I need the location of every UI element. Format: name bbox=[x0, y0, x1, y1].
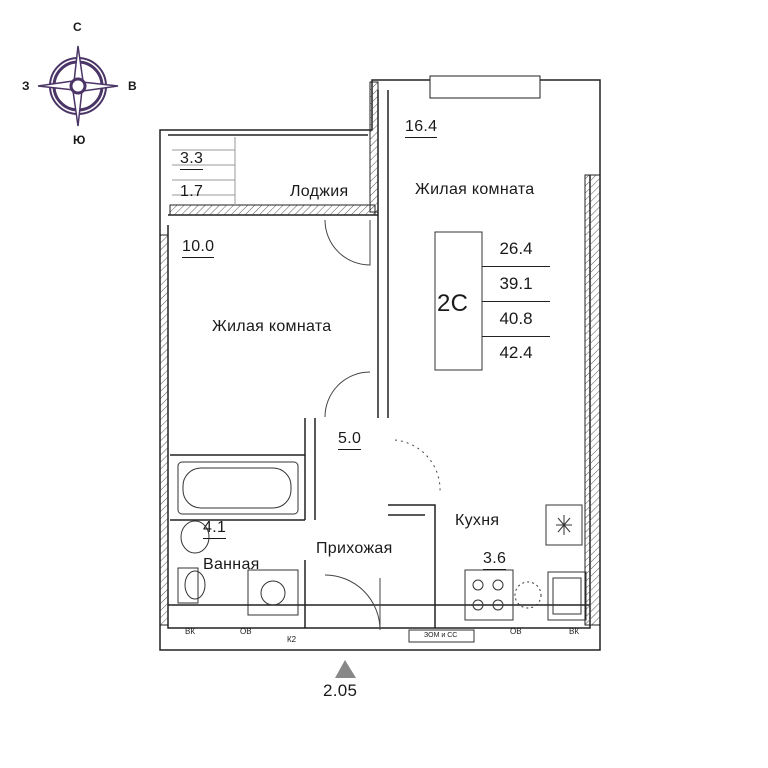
compass-south: Ю bbox=[73, 133, 86, 147]
hallway-area: 5.0 bbox=[338, 430, 362, 450]
compass-west: З bbox=[22, 79, 30, 93]
loggia-area-1: 3.3 bbox=[180, 150, 204, 170]
apartment-type: 2С bbox=[437, 290, 469, 317]
living-room-2-label: Жилая комната bbox=[212, 318, 332, 335]
utility-bk-right: ВК bbox=[569, 627, 579, 636]
living-room-1-area: 16.4 bbox=[405, 118, 438, 138]
compass-rose-icon bbox=[37, 45, 119, 127]
living-room-1-label: Жилая комната bbox=[415, 181, 535, 198]
utility-ob-right: ОВ bbox=[510, 627, 522, 636]
kitchen-area: 3.6 bbox=[483, 550, 507, 570]
utility-k2: К2 bbox=[287, 635, 297, 644]
doors bbox=[324, 219, 441, 631]
utility-ob-left: ОВ bbox=[240, 627, 252, 636]
bathroom-label: Ванная bbox=[203, 556, 260, 573]
ceiling-height: 2.05 bbox=[323, 681, 358, 700]
utility-zom: ЗОМ и СС bbox=[424, 632, 458, 639]
hallway-label: Прихожая bbox=[316, 540, 393, 557]
utility-bk-left: ВК bbox=[185, 627, 195, 636]
loggia-label: Лоджия bbox=[290, 183, 349, 200]
bathroom-area: 4.1 bbox=[203, 519, 227, 539]
compass-north: С bbox=[73, 20, 82, 34]
living-room-2-area: 10.0 bbox=[182, 238, 215, 258]
compass-east: В bbox=[128, 79, 137, 93]
kitchen-label: Кухня bbox=[455, 512, 500, 529]
area-total: 39.1 bbox=[482, 267, 550, 302]
area-with-loggia-reduced: 40.8 bbox=[482, 302, 550, 337]
fixtures bbox=[177, 231, 587, 643]
area-living: 26.4 bbox=[482, 232, 550, 267]
loggia-area-2: 1.7 bbox=[180, 183, 204, 200]
area-with-loggia: 42.4 bbox=[499, 343, 533, 362]
entrance-arrow-icon bbox=[335, 660, 356, 678]
